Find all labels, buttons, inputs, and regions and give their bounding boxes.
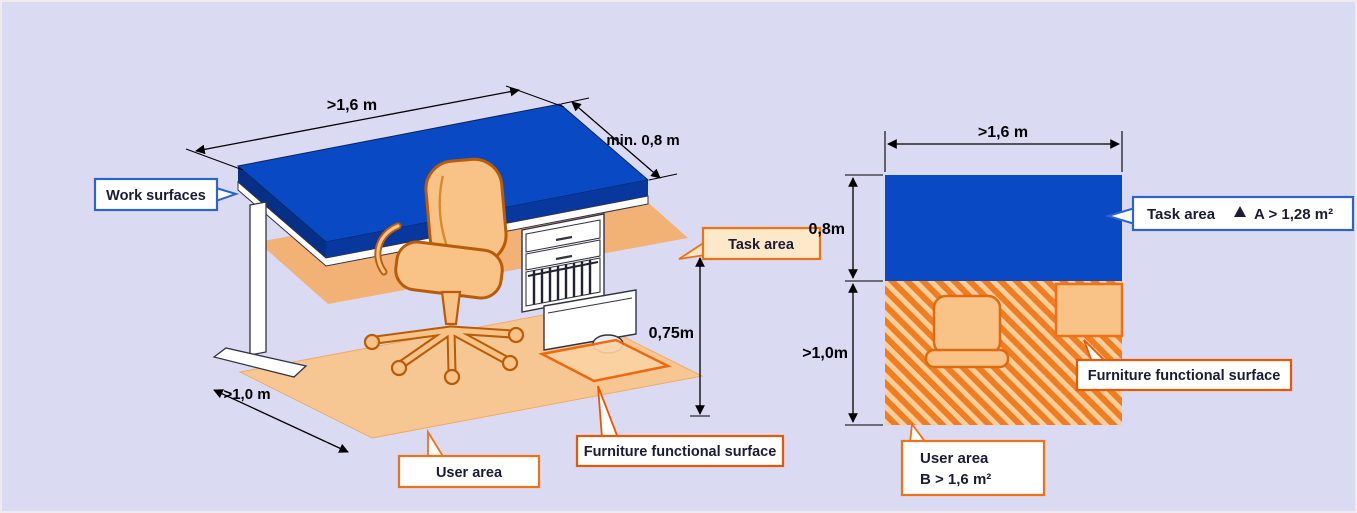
chair-base-leg-fill (448, 327, 515, 337)
callout-box (575, 434, 785, 468)
desk-leg-post (249, 201, 267, 356)
plan-dim-task-depth-label: 0,8m (809, 221, 845, 238)
chair-base-leg-fill (448, 327, 455, 375)
plan-user-label: User area (920, 450, 989, 467)
plan-dim-width: >1,6 m (884, 124, 1123, 172)
chair-base-leg-fill (448, 327, 509, 363)
desk-leg-foot (212, 347, 308, 378)
plan-dim-width-label: >1,6 m (978, 124, 1028, 141)
drawer-handle (555, 235, 573, 242)
plan-task-value: A > 1,28 m² (1254, 206, 1333, 223)
desk-left-edge (238, 166, 326, 258)
dim-desk-depth-label: min. 0,8 m (606, 132, 679, 149)
furniture-functional-surface (538, 338, 672, 383)
plan-furniture-callout: Furniture functional surface (1075, 339, 1293, 392)
dim-user-depth: >1,0 m (213, 386, 349, 453)
callout-box (701, 226, 822, 261)
plan-chair-backrest (924, 348, 1010, 369)
separator-triangle-icon (1234, 206, 1246, 217)
desk-underframe (237, 180, 649, 267)
drawer-top (525, 219, 601, 253)
task-area-label: Task area (728, 237, 795, 253)
dim-desk-height: 0,75m (649, 255, 710, 417)
chair-base (363, 325, 525, 386)
callout-box (1075, 358, 1293, 392)
work-surfaces-callout: Work surfaces (93, 177, 240, 212)
plan-view: >1,6 m 0,8m >1,0m Task area A > 1,28 m² (802, 124, 1355, 497)
plan-task-label: Task area (1147, 206, 1216, 223)
callout-box (397, 454, 541, 489)
plan-furniture-label: Furniture functional surface (1088, 368, 1281, 384)
chair-base-leg-fill (373, 327, 454, 343)
chair-cylinder (440, 290, 462, 326)
chair-base-leg-fill (399, 327, 454, 367)
chair-wheel (363, 333, 381, 351)
plan-dim-user-depth-label: >1,0m (802, 345, 848, 362)
task-area-callout: Task area (678, 226, 822, 261)
work-surfaces-label: Work surfaces (106, 188, 206, 204)
dim-desk-width: >1,6 m (185, 85, 565, 171)
furniture-callout: Furniture functional surface (575, 385, 785, 468)
furniture-label: Furniture functional surface (584, 444, 777, 460)
hanging-files (525, 257, 601, 307)
isometric-view: >1,0 m (93, 85, 822, 489)
chair-wheel (501, 354, 519, 372)
user-area-callout: User area (397, 428, 541, 489)
plan-dim-task-depth: 0,8m (809, 174, 883, 282)
chair-wheel (443, 368, 461, 386)
chair-wheel (390, 359, 408, 377)
plan-task-area (885, 175, 1122, 281)
drawer-middle (525, 239, 601, 271)
office-chair (363, 157, 525, 386)
plan-task-callout: Task area A > 1,28 m² (1104, 195, 1355, 232)
dim-desk-width-label: >1,6 m (327, 97, 377, 114)
plan-dim-user-depth: >1,0m (802, 283, 883, 426)
dim-user-depth-label: >1,0 m (223, 386, 270, 403)
plan-furniture-surface (1054, 282, 1124, 338)
dim-desk-height-label: 0,75m (649, 325, 694, 342)
chair-wheel (507, 326, 525, 344)
user-area-label: User area (436, 465, 503, 481)
dim-desk-depth: min. 0,8 m (560, 97, 680, 181)
drawer-unit (521, 213, 637, 354)
plan-chair-seat (932, 294, 1002, 356)
plan-user-value: B > 1,6 m² (920, 471, 991, 488)
chair-armrest-fill (376, 224, 400, 274)
callout-box (900, 439, 1046, 497)
callout-box (93, 177, 219, 212)
plan-user-callout: User area B > 1,6 m² (900, 421, 1046, 497)
drawer-handle (555, 254, 573, 261)
plan-chair (924, 294, 1010, 369)
